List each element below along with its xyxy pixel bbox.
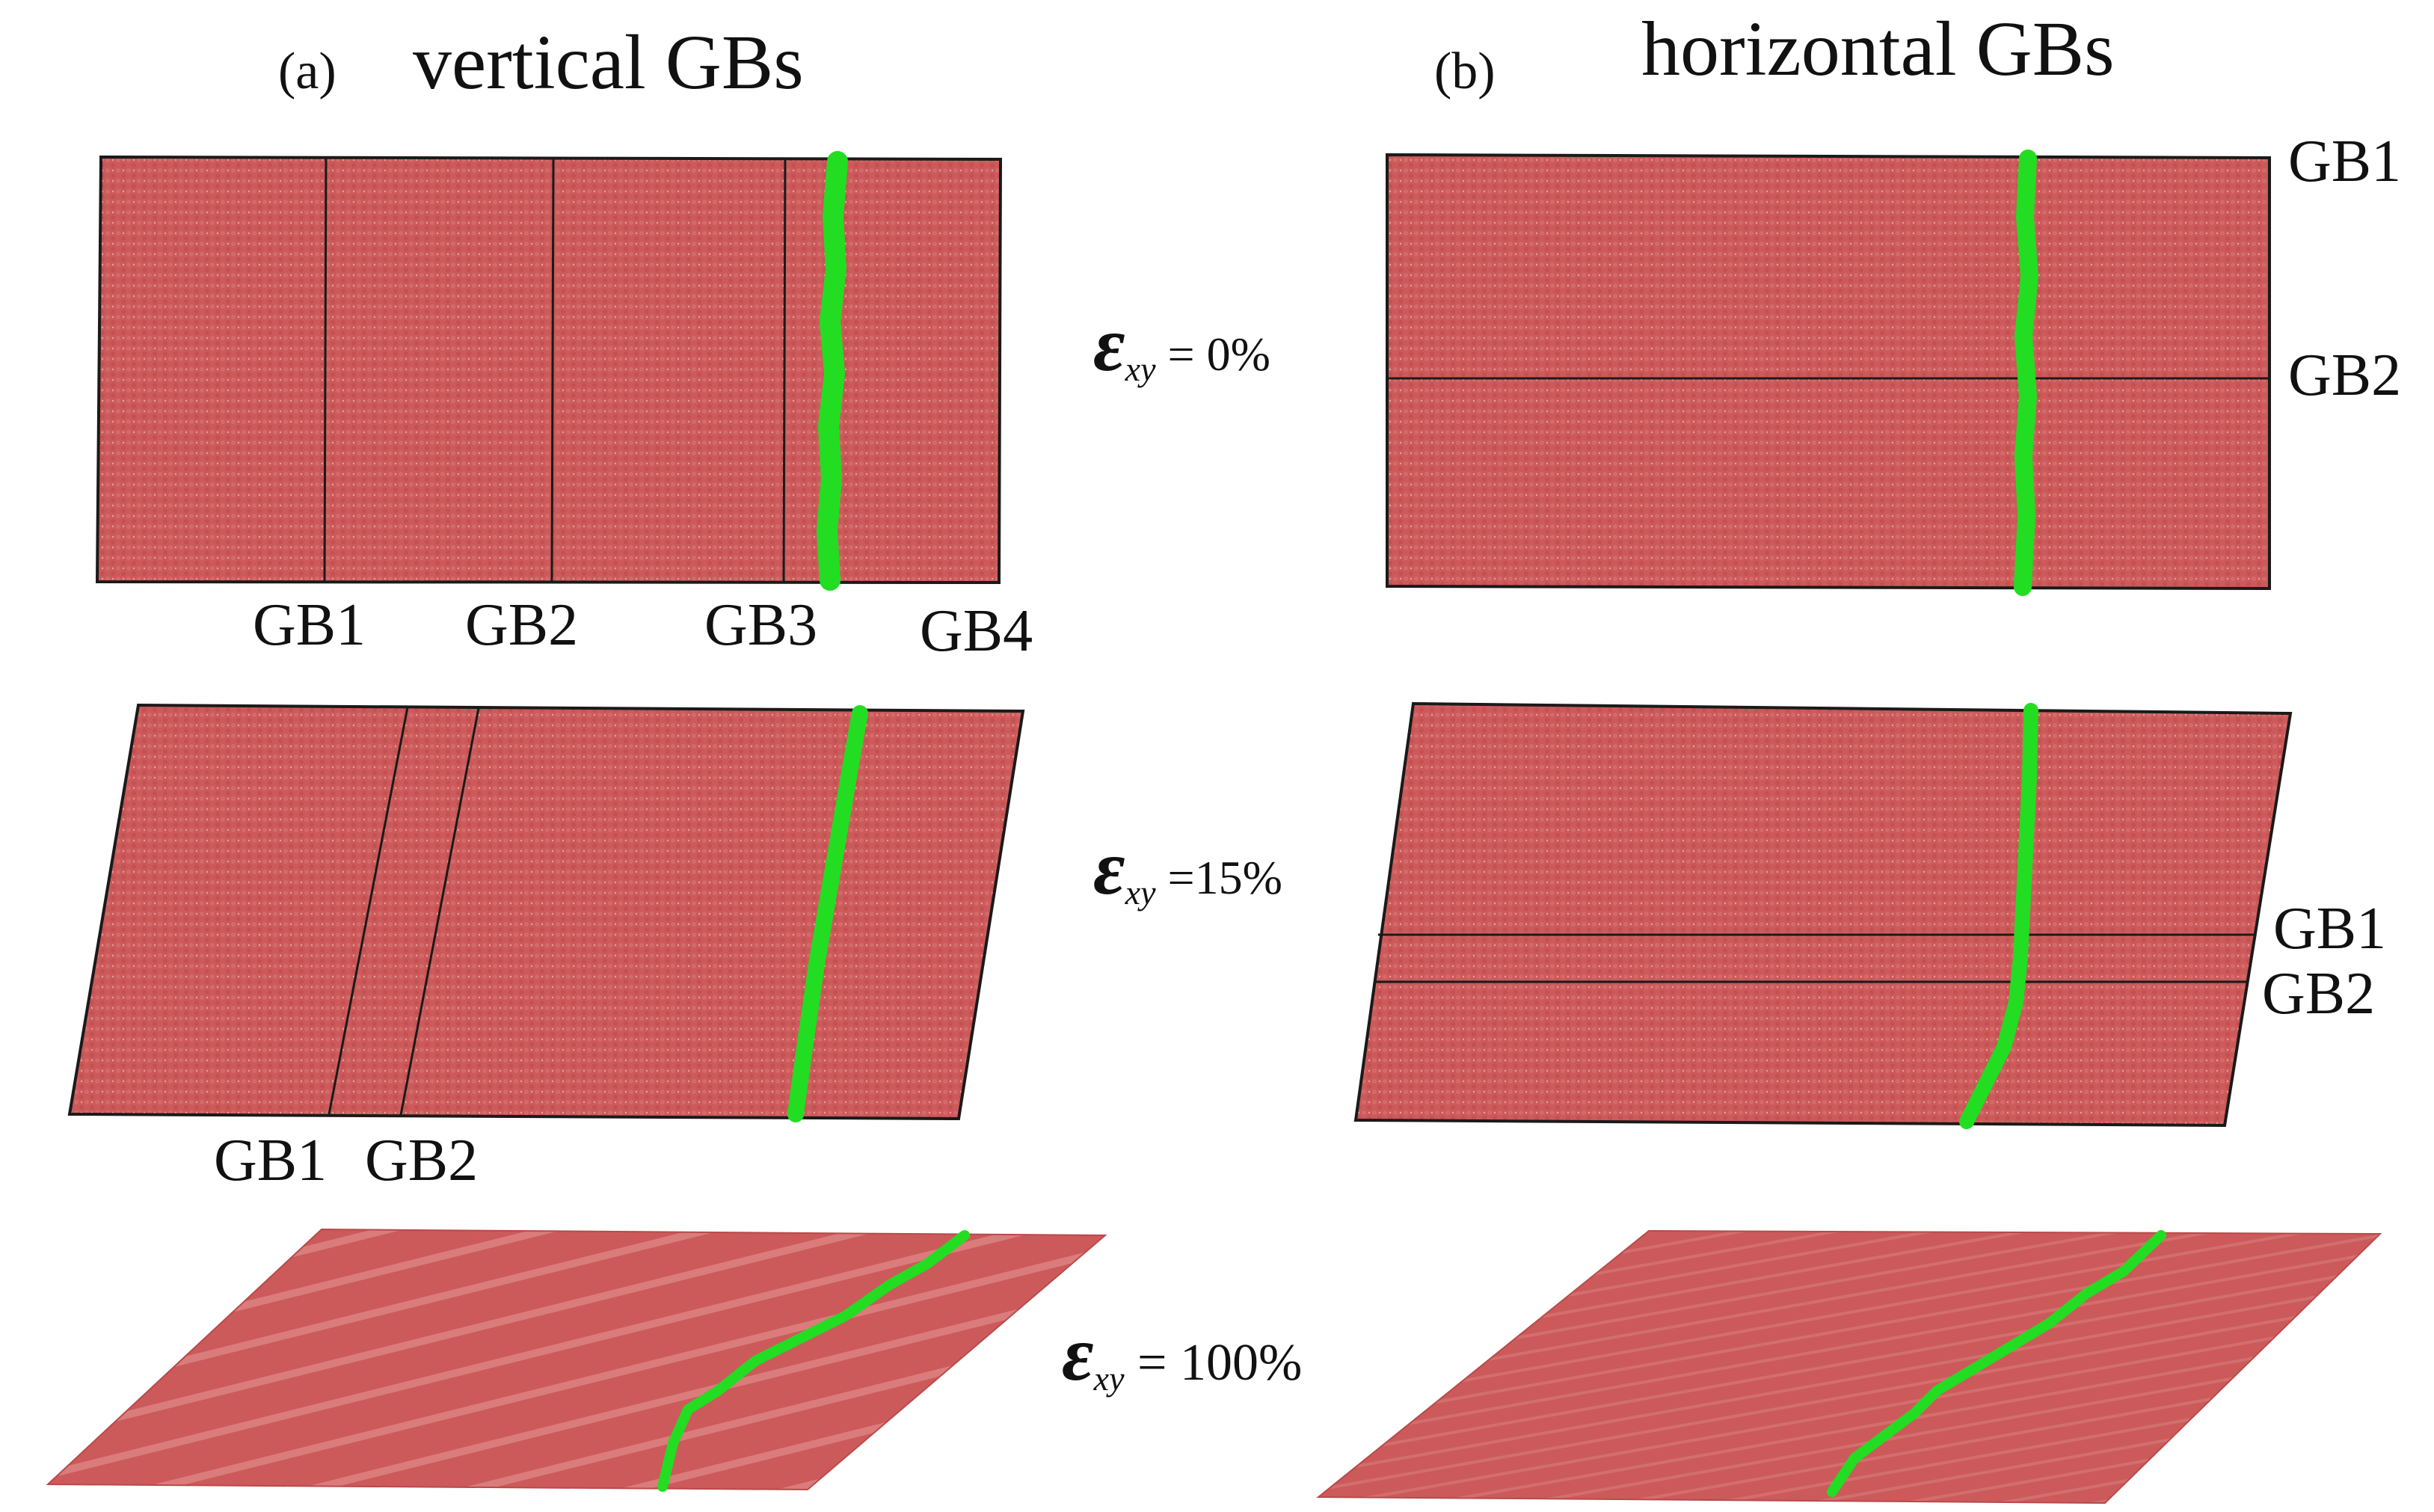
strain-100-subscript: xy [1093, 1359, 1125, 1398]
gb-line-a0-3 [782, 159, 787, 583]
strain-label-15: εxy =15% [1093, 825, 1282, 912]
panel-b-strain-15: GB1 GB2 [1353, 701, 2386, 1129]
tracer-line-a100 [657, 1230, 970, 1492]
strain-100-symbol: ε [1062, 1311, 1094, 1397]
panel-a0-body [95, 155, 1003, 585]
gb-label-b0-2: GB2 [2288, 342, 2401, 408]
panel-b15-body [1353, 701, 2293, 1128]
gb-line-a15-1 [328, 707, 409, 1115]
gb-label-b15-1: GB1 [2273, 896, 2386, 962]
panel-a-strain-100 [46, 1228, 1107, 1492]
strain-0-subscript: xy [1125, 350, 1156, 388]
strain-15-symbol: ε [1093, 825, 1125, 911]
panel-b0-body [1386, 153, 2271, 591]
gb-line-a0-2 [550, 158, 555, 583]
panel-a-strain-0: GB1 GB2 GB3 GB4 [95, 151, 1033, 664]
svg-text:εxy = 100%: εxy = 100% [1062, 1311, 1302, 1398]
gb-line-a0-1 [323, 157, 328, 583]
tracer-line-b100 [1827, 1230, 2166, 1497]
tracer-line-b15 [1959, 703, 2038, 1129]
column-b-title: horizontal GBs [1641, 6, 2115, 92]
svg-text:εxy =15%: εxy =15% [1093, 825, 1282, 912]
gb-label-a0-3: GB3 [704, 592, 817, 658]
strain-0-symbol: ε [1093, 301, 1125, 387]
gb-label-a0-2: GB2 [465, 592, 578, 658]
panel-b-strain-100 [1316, 1229, 2382, 1505]
gb-label-b15-2: GB2 [2262, 961, 2375, 1027]
tracer-line-a15 [787, 705, 868, 1122]
column-a-tag: (a) [278, 43, 336, 100]
tracer-line-b0 [2014, 150, 2038, 596]
panel-a-strain-15: GB1 GB2 [67, 703, 1025, 1193]
gb-label-a15-2: GB2 [365, 1128, 478, 1193]
column-a-title: vertical GBs [413, 19, 804, 105]
strain-15-subscript: xy [1125, 873, 1156, 912]
gb-label-a0-4: GB4 [920, 598, 1033, 664]
strain-0-value: = 0% [1156, 328, 1270, 381]
strain-100-value: = 100% [1125, 1334, 1303, 1392]
tracer-line-a0 [817, 151, 848, 591]
column-b-tag: (b) [1434, 43, 1496, 100]
gb-label-a15-1: GB1 [214, 1128, 327, 1193]
svg-text:εxy = 0%: εxy = 0% [1093, 301, 1270, 388]
strain-label-0: εxy = 0% [1093, 301, 1270, 388]
panel-b-strain-0: GB1 GB2 [1386, 129, 2401, 596]
panel-a15-body [67, 703, 1025, 1121]
strain-label-100: εxy = 100% [1062, 1311, 1302, 1398]
gb-label-a0-1: GB1 [253, 592, 366, 658]
gb-label-b0-1: GB1 [2288, 129, 2401, 194]
strain-15-value: =15% [1156, 851, 1282, 904]
gb-line-a15-2 [399, 707, 480, 1116]
panel-b100-body [1316, 1229, 2382, 1505]
panel-a100-body [46, 1228, 1107, 1491]
